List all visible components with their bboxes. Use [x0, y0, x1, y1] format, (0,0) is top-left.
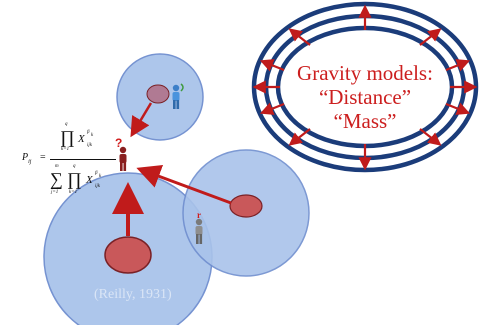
- formula-fraction: q ∏ k=1 X β k ijk m q ∑ ∏ j=1 k=1 X β k …: [50, 122, 116, 220]
- person-grey-icon: [195, 218, 203, 244]
- small-r-mark: r: [197, 210, 201, 220]
- formula-numerator: q ∏ k=1 X β k ijk: [58, 122, 112, 156]
- denominator-exponent-sub: k: [99, 174, 102, 179]
- question-mark: ?: [115, 136, 122, 150]
- prod-upper-limit: q: [65, 122, 68, 127]
- numerator-index: ijk: [87, 143, 92, 148]
- gravity-title-line3: “Mass”: [333, 109, 397, 133]
- radial-arrows: [252, 4, 478, 171]
- sum-symbol: ∑: [50, 169, 63, 189]
- large-mass-ellipse: [104, 236, 152, 274]
- formula-denominator: m q ∑ ∏ j=1 k=1 X β k ijk: [50, 162, 116, 206]
- top-mass-ellipse: [146, 84, 170, 104]
- denominator-exponent: β: [95, 171, 98, 176]
- prod-lower-limit: k=1: [61, 147, 70, 152]
- arrow-from-right: [136, 165, 232, 205]
- numerator-variable: X: [78, 133, 85, 145]
- den-prod-upper-limit: q: [73, 164, 76, 169]
- person-red-icon: [119, 146, 127, 171]
- numerator-exponent-sub: k: [91, 133, 94, 138]
- fraction-bar: [50, 159, 116, 160]
- gravity-title-line1: Gravity models:: [297, 61, 433, 85]
- denominator-index: ijk: [95, 184, 100, 189]
- huff-formula: Pij = q ∏ k=1 X β k ijk m q ∑ ∏ j=1 k=1 …: [22, 122, 116, 220]
- product-symbol: ∏: [60, 127, 75, 147]
- numerator-exponent: β: [87, 130, 90, 135]
- gravity-title-line2: “Distance”: [318, 85, 412, 109]
- formula-p: P: [22, 152, 29, 163]
- denominator-variable: X: [86, 174, 93, 186]
- den-product-symbol: ∏: [67, 169, 82, 189]
- sum-lower-limit: j=1: [51, 190, 59, 195]
- formula-lhs-subscript: ij: [28, 159, 32, 165]
- formula-lhs: Pij: [22, 152, 31, 165]
- arrow-from-top: [130, 102, 153, 138]
- person-blue-icon: [172, 83, 184, 109]
- sum-upper-limit: m: [55, 164, 59, 169]
- right-mass-ellipse: [229, 194, 263, 218]
- den-prod-lower-limit: k=1: [69, 190, 78, 195]
- formula-equals: =: [40, 152, 46, 163]
- citation: (Reilly, 1931): [94, 287, 172, 302]
